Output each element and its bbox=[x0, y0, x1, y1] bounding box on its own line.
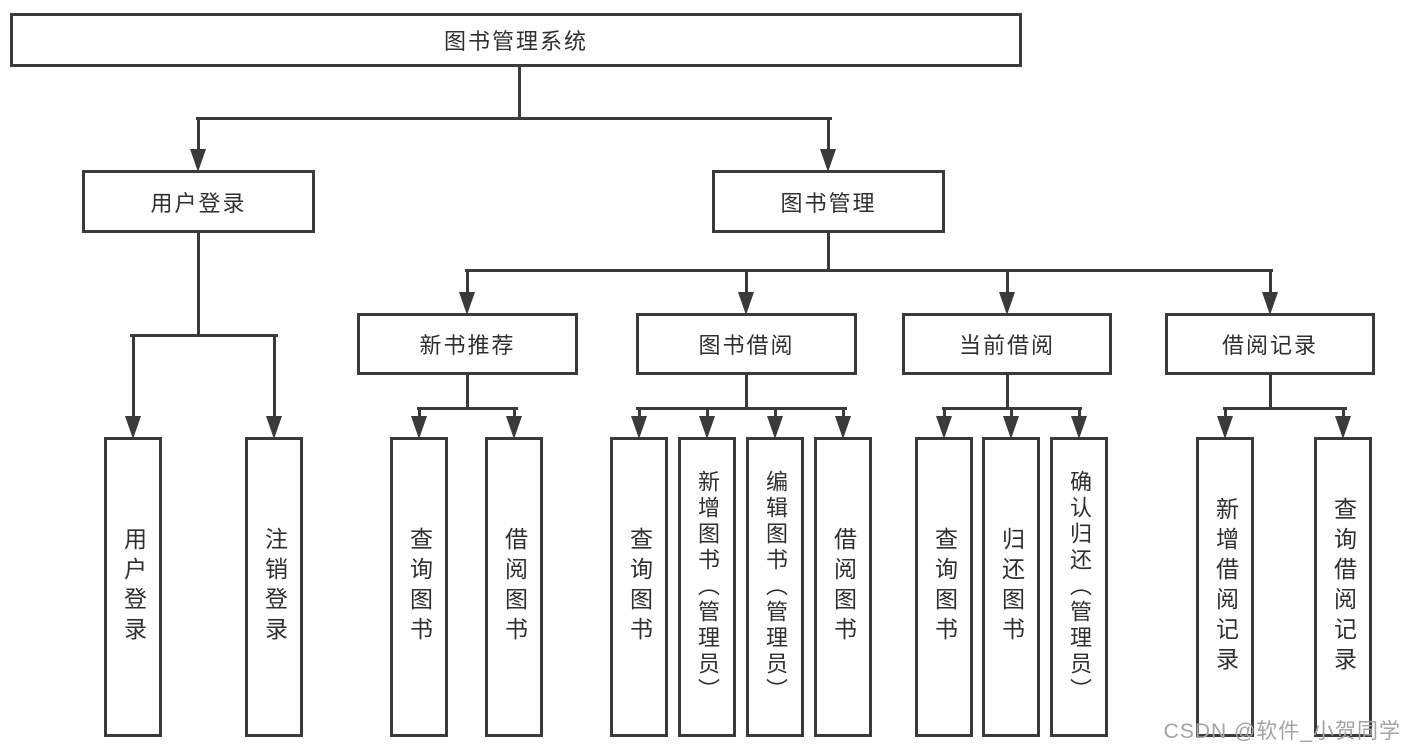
leaf-newbook-query-label: 查询图书 bbox=[406, 527, 433, 647]
arrow-down-icon bbox=[1335, 416, 1351, 439]
leaf-borrow-add-admin: 新增图书（管理员） bbox=[678, 437, 736, 737]
leaf-logout-label: 注销登录 bbox=[261, 527, 288, 647]
connector-line bbox=[464, 269, 1273, 272]
watermark: CSDN @软件_小贺同学 bbox=[1163, 720, 1401, 743]
node-borrow-records-label: 借阅记录 bbox=[1221, 333, 1318, 358]
node-borrow-records: 借阅记录 bbox=[1165, 313, 1375, 375]
arrow-down-icon bbox=[699, 416, 715, 439]
arrow-down-icon bbox=[999, 292, 1015, 315]
node-book-borrow: 图书借阅 bbox=[636, 313, 857, 375]
connector-line bbox=[1005, 375, 1009, 410]
arrow-down-icon bbox=[1262, 292, 1278, 315]
connector-line bbox=[131, 334, 135, 433]
node-book-management-label: 图书管理 bbox=[780, 190, 877, 216]
node-user-login: 用户登录 bbox=[82, 170, 315, 233]
leaf-borrow-edit-admin: 编辑图书（管理员） bbox=[746, 437, 804, 737]
connector-line bbox=[465, 269, 469, 309]
arrow-down-icon bbox=[125, 416, 141, 439]
leaf-current-query-label: 查询图书 bbox=[931, 527, 958, 647]
connector-line bbox=[196, 117, 200, 166]
leaf-return-book-label: 归还图书 bbox=[998, 527, 1025, 647]
connector-line bbox=[465, 375, 469, 410]
arrow-down-icon bbox=[820, 149, 836, 172]
node-book-borrow-label: 图书借阅 bbox=[698, 333, 795, 358]
connector-line bbox=[272, 334, 276, 433]
leaf-return-book: 归还图书 bbox=[982, 437, 1040, 737]
connector-line bbox=[744, 375, 748, 410]
connector-line bbox=[826, 233, 830, 272]
arrow-down-icon bbox=[936, 416, 952, 439]
node-new-book-recommend: 新书推荐 bbox=[357, 313, 578, 375]
leaf-borrow-query: 查询图书 bbox=[610, 437, 668, 737]
connector-line bbox=[129, 334, 278, 337]
leaf-borrow-book-label: 借阅图书 bbox=[830, 527, 857, 647]
connector-line bbox=[744, 269, 748, 309]
leaf-add-borrow-record-label: 新增借阅记录 bbox=[1212, 497, 1239, 677]
arrow-down-icon bbox=[506, 416, 522, 439]
connector-line bbox=[826, 117, 830, 166]
leaf-current-query: 查询图书 bbox=[915, 437, 973, 737]
connector-line bbox=[1268, 269, 1272, 309]
connector-line bbox=[1005, 269, 1009, 309]
leaf-borrow-book: 借阅图书 bbox=[814, 437, 872, 737]
arrow-down-icon bbox=[631, 416, 647, 439]
leaf-confirm-return-admin: 确认归还（管理员） bbox=[1050, 437, 1108, 737]
arrow-down-icon bbox=[1071, 416, 1087, 439]
leaf-user-login: 用户登录 bbox=[104, 437, 162, 737]
arrow-down-icon bbox=[1217, 416, 1233, 439]
node-root: 图书管理系统 bbox=[10, 13, 1022, 67]
arrow-down-icon bbox=[190, 149, 206, 172]
leaf-add-borrow-record: 新增借阅记录 bbox=[1196, 437, 1254, 737]
connector-line bbox=[1222, 407, 1347, 410]
leaf-borrow-query-label: 查询图书 bbox=[626, 527, 653, 647]
leaf-newbook-query: 查询图书 bbox=[390, 437, 448, 737]
connector-line bbox=[195, 117, 832, 120]
leaf-logout: 注销登录 bbox=[245, 437, 303, 737]
node-current-borrow: 当前借阅 bbox=[902, 313, 1112, 375]
node-book-management: 图书管理 bbox=[712, 170, 945, 233]
node-new-book-recommend-label: 新书推荐 bbox=[419, 333, 516, 358]
arrow-down-icon bbox=[266, 416, 282, 439]
connector-line bbox=[635, 407, 847, 410]
node-user-login-label: 用户登录 bbox=[150, 190, 247, 216]
arrow-down-icon bbox=[767, 416, 783, 439]
arrow-down-icon bbox=[459, 292, 475, 315]
arrow-down-icon bbox=[738, 292, 754, 315]
leaf-user-login-label: 用户登录 bbox=[120, 527, 147, 647]
leaf-newbook-borrow: 借阅图书 bbox=[485, 437, 543, 737]
arrow-down-icon bbox=[411, 416, 427, 439]
leaf-query-borrow-record-label: 查询借阅记录 bbox=[1330, 497, 1357, 677]
node-current-borrow-label: 当前借阅 bbox=[958, 333, 1055, 358]
connector-line bbox=[1268, 375, 1272, 410]
leaf-confirm-return-admin-label: 确认归还（管理员） bbox=[1067, 470, 1092, 704]
arrow-down-icon bbox=[835, 416, 851, 439]
leaf-query-borrow-record: 查询借阅记录 bbox=[1314, 437, 1372, 737]
connector-line bbox=[196, 233, 200, 337]
node-root-label: 图书管理系统 bbox=[443, 29, 588, 54]
connector-line bbox=[416, 407, 518, 410]
leaf-borrow-edit-admin-label: 编辑图书（管理员） bbox=[763, 470, 788, 704]
leaf-borrow-add-admin-label: 新增图书（管理员） bbox=[695, 470, 720, 704]
connector-line bbox=[517, 66, 521, 120]
leaf-newbook-borrow-label: 借阅图书 bbox=[501, 527, 528, 647]
arrow-down-icon bbox=[1003, 416, 1019, 439]
